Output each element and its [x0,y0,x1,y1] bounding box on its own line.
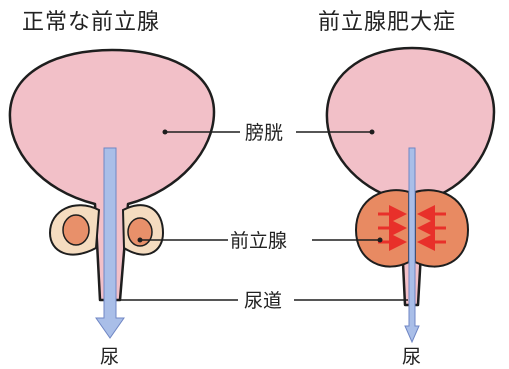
label-prostate: 前立腺 [230,230,287,252]
label-bladder: 膀胱 [245,122,283,144]
left-prostate-lobe-left [63,215,89,245]
normal-prostate-figure [10,50,214,338]
output-right-urine: 尿 [402,346,421,368]
output-left-urine: 尿 [100,346,119,368]
label-prostate-group: 前立腺 [138,230,383,252]
bph-figure [327,48,494,342]
label-urethra-group: 尿道 [118,290,408,312]
label-urethra: 尿道 [244,290,282,312]
